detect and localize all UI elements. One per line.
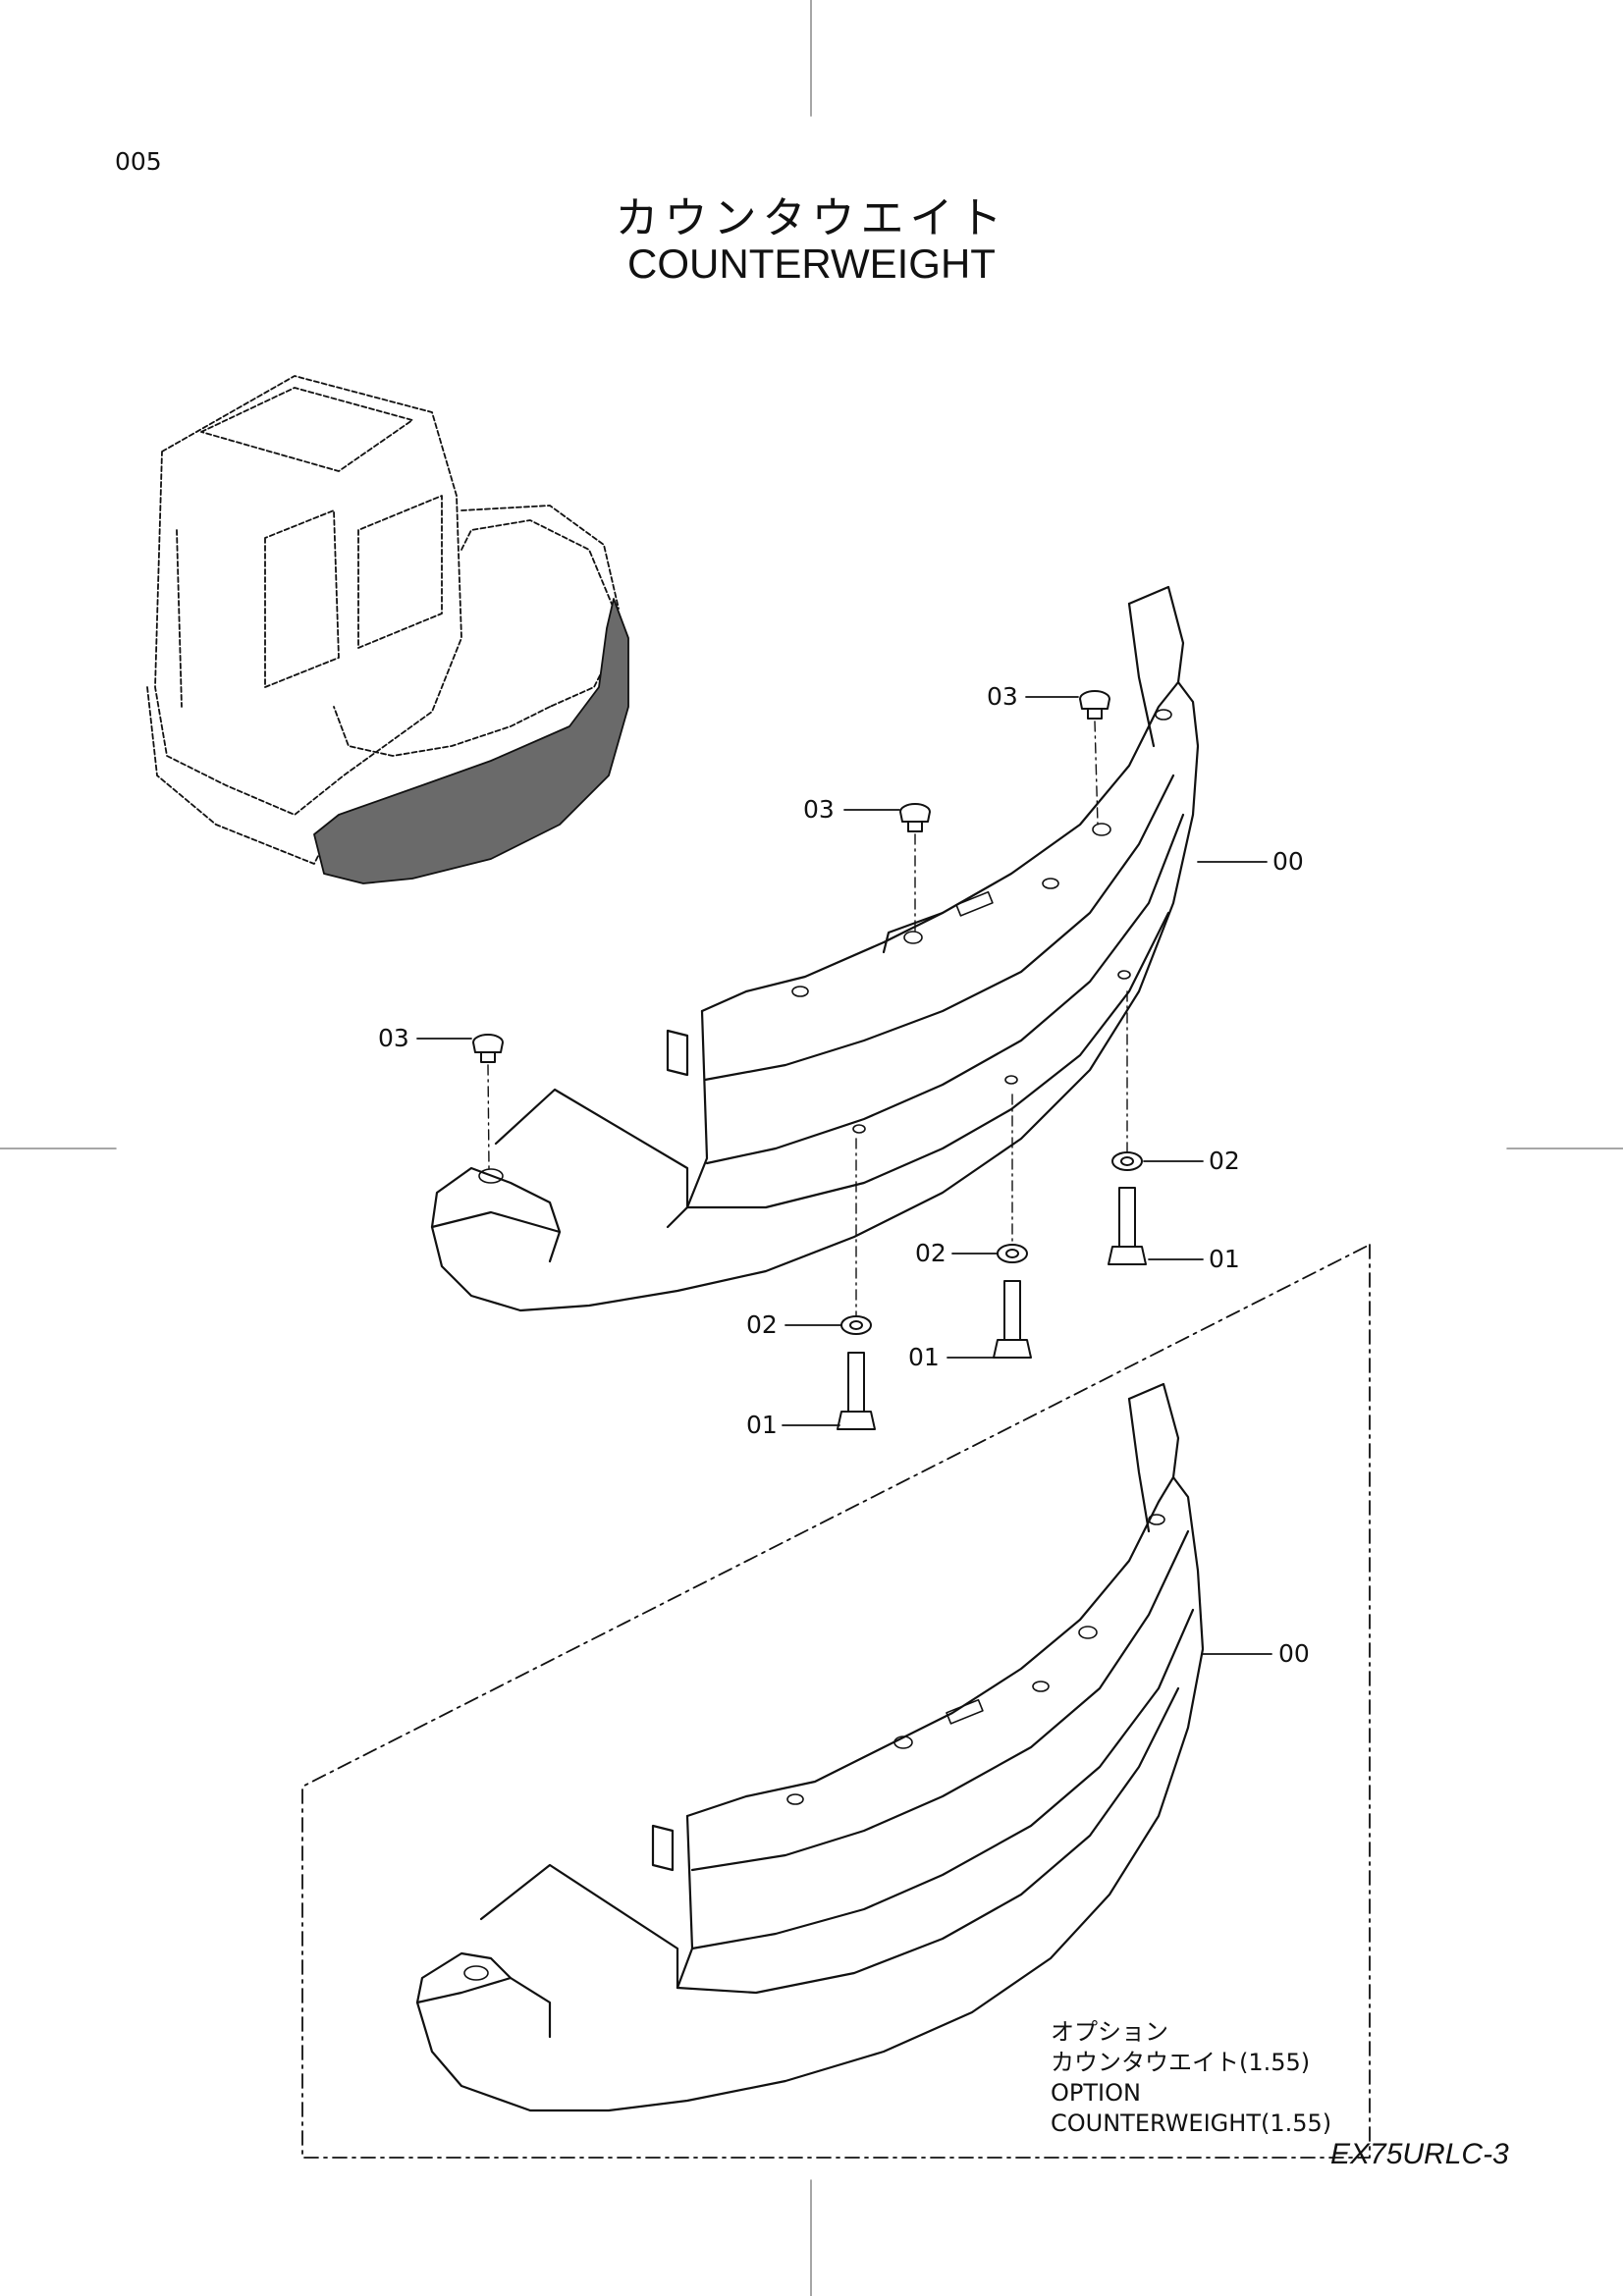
- callout-01-bolt-right: 01: [1209, 1245, 1240, 1273]
- counterweight-main-outline: [430, 585, 1200, 1312]
- callout-03-plug-middle: 03: [803, 795, 835, 824]
- option-note-line-1: オプション: [1051, 2018, 1168, 2046]
- mount-holes-option: [463, 1514, 1165, 1981]
- callout-01-bolt-left: 01: [746, 1411, 778, 1439]
- option-frame: [301, 1244, 1371, 2159]
- option-note-line-2: カウンタウエイト(1.55): [1051, 2049, 1311, 2076]
- page-number: 005: [115, 147, 162, 176]
- model-code: EX75URLC-3: [1330, 2138, 1509, 2170]
- leader-lines: [416, 696, 1272, 1655]
- bolts: [837, 1187, 1147, 1430]
- option-note: オプション カウンタウエイト(1.55) OPTION COUNTERWEIGH…: [1051, 2017, 1331, 2139]
- page-title-japanese: カウンタウエイト: [615, 193, 1008, 243]
- page-title-english: COUNTERWEIGHT: [627, 240, 996, 287]
- option-note-line-4: COUNTERWEIGHT(1.55): [1051, 2109, 1332, 2137]
- callout-00-option-counterweight: 00: [1278, 1639, 1310, 1668]
- plugs: [472, 690, 1110, 1063]
- callout-03-plug-right: 03: [987, 682, 1018, 711]
- option-note-line-3: OPTION: [1051, 2079, 1141, 2107]
- callout-03-plug-left: 03: [378, 1024, 409, 1052]
- counterweight-option-outline: [415, 1382, 1205, 2112]
- callout-02-washer-right: 02: [1209, 1147, 1240, 1175]
- washers: [840, 1151, 1143, 1335]
- excavator-thumbnail: [146, 375, 620, 865]
- callout-02-washer-middle: 02: [915, 1239, 947, 1267]
- callout-00-counterweight: 00: [1272, 847, 1304, 876]
- mount-holes-upper: [478, 709, 1172, 1184]
- counterweight-highlight: [313, 598, 629, 884]
- assembly-centerlines: [487, 721, 1128, 1316]
- callout-02-washer-left: 02: [746, 1310, 778, 1339]
- callout-01-bolt-middle: 01: [908, 1343, 940, 1371]
